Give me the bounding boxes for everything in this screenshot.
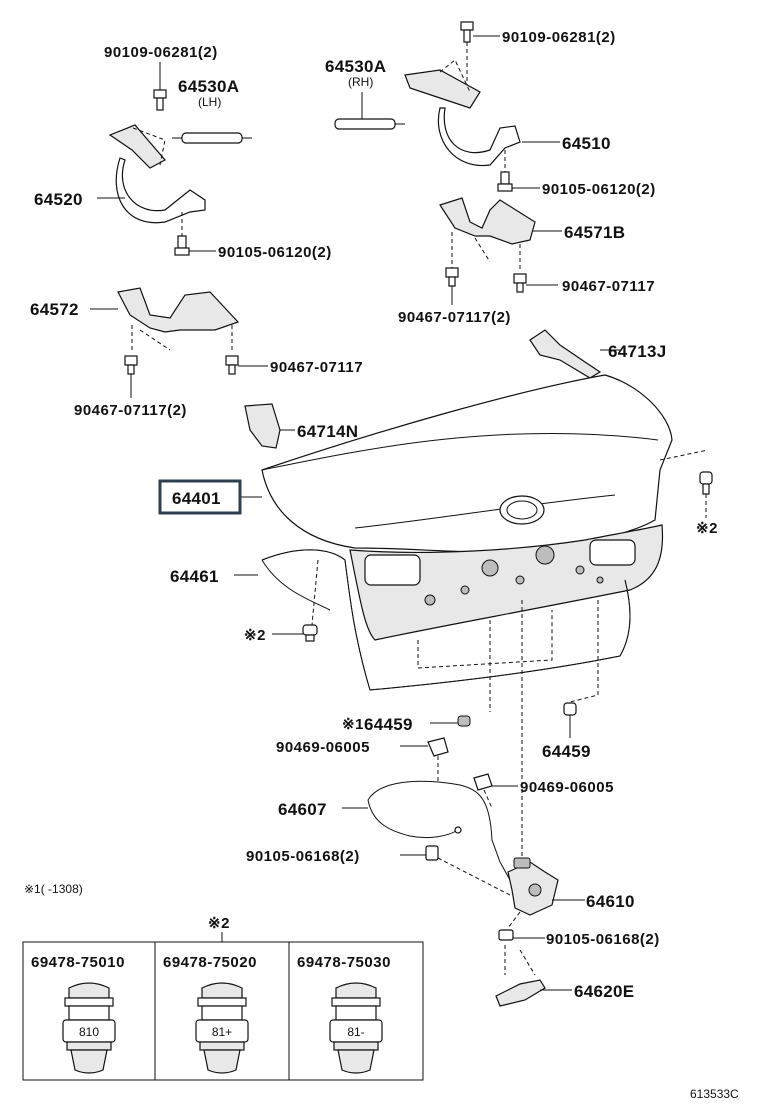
bolt-hinge-top-rh <box>460 21 500 90</box>
bolt-cable <box>400 845 511 896</box>
label-striker: 64620E <box>574 982 634 1001</box>
stay-rh <box>334 92 405 130</box>
cover-rh <box>529 329 620 379</box>
label-stay-rh-side: (RH) <box>348 75 373 89</box>
label-note2-left: ※2 <box>244 627 266 644</box>
label-bracket-lh: 64572 <box>30 300 79 319</box>
label-clip-lh-pair: 90467-07117(2) <box>74 402 187 419</box>
highlight-box-lid <box>158 479 242 515</box>
label-cover-lh: 64714N <box>297 422 358 441</box>
cushion-left <box>430 715 471 727</box>
label-bolt-hinge-top-rh: 90109-06281(2) <box>502 29 616 46</box>
bolt-hinge-top-lh <box>153 62 167 111</box>
bracket-rh <box>439 197 536 272</box>
lock-assembly <box>507 857 585 916</box>
clip-cable-right <box>473 773 518 809</box>
cushion-variant-icon <box>195 982 249 1074</box>
clip-lh-pair <box>124 355 138 398</box>
label-bolt-lock: 90105-06168(2) <box>546 931 660 948</box>
label-cable: 64607 <box>278 800 327 819</box>
stay-lh <box>172 132 252 144</box>
footnote: ※1( -1308) <box>24 882 83 896</box>
label-lid: 64401 <box>172 489 221 508</box>
clip-cable-left <box>400 737 449 782</box>
cushion-stamp: 810 <box>79 1025 99 1039</box>
bolt-hinge-rh <box>497 150 540 192</box>
hinge-lh <box>108 124 206 224</box>
label-bolt-hinge-lh: 90105-06120(2) <box>218 244 332 261</box>
label-clip-cable-left: 90469-06005 <box>276 739 370 756</box>
cushion-variant-icon <box>62 982 116 1074</box>
clip-rh-single <box>513 273 558 293</box>
cushion-variant-icon <box>329 982 383 1074</box>
label-bracket-rh: 64571B <box>564 223 625 242</box>
cushion-stamp: 81+ <box>212 1025 232 1039</box>
cushion-right <box>563 702 577 738</box>
cover-lh <box>244 403 295 449</box>
table-note: ※2 <box>208 915 230 932</box>
bolt-hinge-lh <box>174 212 216 256</box>
table-part-number: 69478-75030 <box>297 954 391 971</box>
label-cushion-left: 64459 <box>364 715 413 734</box>
label-weatherstrip: 64461 <box>170 567 219 586</box>
clip-lh-single <box>225 355 268 375</box>
bracket-lh <box>117 287 240 352</box>
release-cable <box>342 780 511 881</box>
label-bolt-cable: 90105-06168(2) <box>246 848 360 865</box>
hinge-rh <box>404 59 521 167</box>
label-bolt-hinge-rh: 90105-06120(2) <box>542 181 656 198</box>
figure-id: 613533C <box>690 1087 739 1101</box>
variant-table <box>22 941 424 1081</box>
label-cushion-right: 64459 <box>542 742 591 761</box>
label-clip-rh-single: 90467-07117 <box>562 278 655 295</box>
label-cover-rh: 64713J <box>608 342 667 361</box>
label-hinge-rh: 64510 <box>562 134 611 153</box>
label-stay-rh: 64530A <box>325 57 386 76</box>
label-clip-rh-pair: 90467-07117(2) <box>398 309 511 326</box>
label-clip-cable-right: 90469-06005 <box>520 779 614 796</box>
label-bolt-hinge-top-lh: 90109-06281(2) <box>104 44 218 61</box>
label-clip-lh-single: 90467-07117 <box>270 359 363 376</box>
clip-note2-right <box>699 471 713 518</box>
luggage-lid <box>261 374 673 641</box>
label-hinge-lh: 64520 <box>34 190 83 209</box>
label-stay-lh: 64530A <box>178 77 239 96</box>
striker <box>495 945 572 1007</box>
bolt-lock <box>498 911 545 941</box>
clip-note2-left <box>272 624 318 642</box>
variant-table-columns: 69478-75010 810 69478-75020 81+ 69478-75030 8… <box>31 954 391 1074</box>
label-stay-lh-side: (LH) <box>198 95 221 109</box>
label-note1: ※1 <box>342 716 364 733</box>
weatherstrip <box>261 549 631 691</box>
table-part-number: 69478-75020 <box>163 954 257 971</box>
label-lock: 64610 <box>586 892 635 911</box>
cushion-stamp: 81- <box>347 1025 364 1039</box>
table-part-number: 69478-75010 <box>31 954 125 971</box>
label-note2-right: ※2 <box>696 520 718 537</box>
clip-rh-pair <box>445 267 459 305</box>
